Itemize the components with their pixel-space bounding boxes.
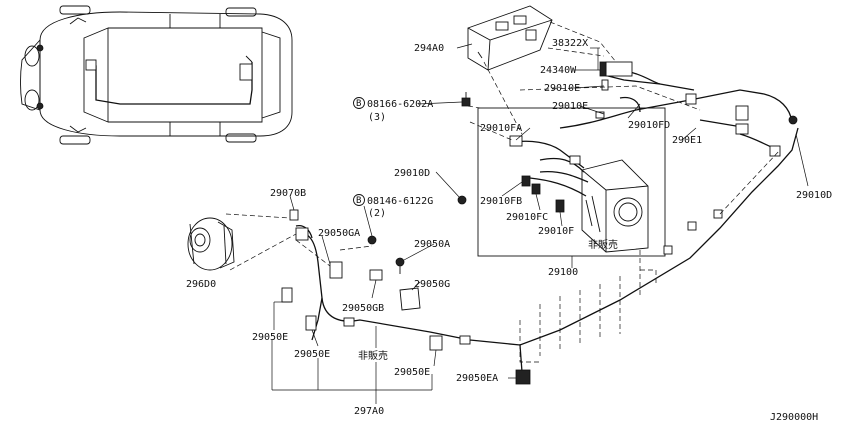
connector-29070b [289,209,299,221]
bracket-29050g [399,287,421,311]
label-297a0: 297A0 [354,406,384,417]
bolt-marker-letter: B [356,196,361,206]
label-08166-qty: (3) [368,112,386,123]
inverter-unit [509,135,649,253]
clip [459,335,471,345]
label-290e1: 290E1 [672,135,702,146]
clip-29050e-c [429,335,443,351]
alternator-296d0 [187,217,235,271]
label-29050e-c: 29050E [394,367,430,378]
bracket-29050ga [329,261,343,279]
label-08146: 08146-6122G [367,196,433,207]
connector-29010f [555,199,565,213]
connector-29010fa [509,135,523,147]
harness-290e1 [559,89,793,129]
harness-297a0 [299,127,799,346]
not-for-sale-a: 非販売 [588,238,618,251]
reference-lines [225,21,781,363]
label-29050gb: 29050GB [342,303,384,314]
clip-29050ea [515,369,531,385]
clip-29010d-right [788,115,798,125]
clip-29050e-b [305,315,317,331]
label-29050ga: 29050GA [318,228,360,239]
label-38322x: 38322X [552,38,588,49]
label-08146-qty: (2) [368,208,386,219]
label-08166: 08166-6202A [367,99,433,110]
label-29010e-a: 29010E [544,83,580,94]
label-294a0: 294A0 [414,43,444,54]
bolt-08146 [367,235,377,245]
not-for-sale-b: 非販売 [358,349,388,362]
label-29050g: 29050G [414,279,450,290]
inverter-assembly-box [477,107,666,257]
clip [687,221,697,231]
label-296d0: 296D0 [186,279,216,290]
label-29010fc: 29010FC [506,212,548,223]
bolt-marker-icon [353,194,365,206]
clip [663,245,673,255]
bolt-08166 [461,97,471,107]
clip [713,209,723,219]
connector-29010fc [531,183,541,195]
label-29050e-a: 29050E [252,332,288,343]
label-29010d-right: 29010D [796,190,832,201]
label-29010fb: 29010FB [480,196,522,207]
clip [343,317,355,327]
label-29070b: 29070B [270,188,306,199]
clip-29050e-a [281,287,293,303]
label-29050ea: 29050EA [456,373,498,384]
leader-lines [271,43,809,404]
connector-38322x [605,61,633,77]
label-29050e-b: 29050E [294,349,330,360]
label-24340w: 24340W [540,65,577,76]
bolt-marker-letter: B [356,99,361,109]
label-29010d-left: 29010D [394,168,430,179]
vehicle-overview [20,5,293,145]
label-29010fa: 29010FA [480,123,522,134]
label-29010fd: 29010FD [628,120,670,131]
bolt-marker-icon [353,97,365,109]
part-labels: 294A0 38322X 24340W 29010E 29010E 29010F… [186,38,832,423]
label-29100: 29100 [548,267,578,278]
control-unit-294a0 [467,5,553,71]
fuse-24340w [599,61,607,77]
bolt-29050a [395,257,405,267]
label-29010e-b: 29010E [552,101,588,112]
label-29050a: 29050A [414,239,450,250]
diagram-code: J290000H [770,412,818,423]
bracket-29050gb [369,269,383,281]
connector-29010fb [521,175,531,187]
label-29010f: 29010F [538,226,574,237]
